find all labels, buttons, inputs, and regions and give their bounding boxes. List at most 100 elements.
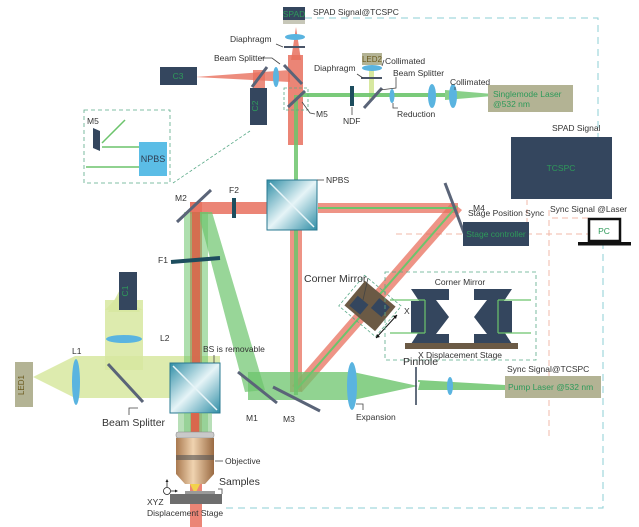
sync-signal-laser-label: Sync Signal @Laser (550, 204, 627, 214)
led2-beam (369, 70, 374, 100)
diaphragm-top-label: Diaphragm (230, 34, 272, 44)
m5-leader (301, 101, 316, 115)
expansion-lens (347, 362, 357, 410)
singlemode-laser: Singlemode Laser @532 nm (488, 85, 573, 112)
spad-signal-line (305, 17, 599, 140)
beam-splitter-bottom-leader (128, 407, 138, 415)
x-displacement-stage-inset-label: X Displacement Stage (418, 350, 502, 360)
expansion-label: Expansion (356, 412, 396, 422)
stage-controller-box: Stage controller (463, 222, 529, 246)
xyz-label: XYZ (147, 497, 164, 507)
m5-label: M5 (316, 109, 328, 119)
beam-splitter-right-label: Beam Splitter (393, 68, 444, 78)
green-m5-down (294, 95, 298, 395)
samples-leader (218, 488, 223, 494)
svg-text:LED1: LED1 (17, 374, 26, 395)
svg-text:TCSPC: TCSPC (547, 163, 576, 173)
inset-m5-npbs: M5 NPBS (83, 109, 251, 184)
pinhole-to-expansion (353, 372, 418, 400)
diaphragm-top-leader (275, 43, 284, 48)
pump-lens (447, 377, 453, 395)
ndf-filter (350, 86, 354, 106)
sync-signal-tcspc-label: Sync Signal@TCSPC (507, 364, 589, 374)
mirror-m2 (175, 188, 213, 224)
beam-splitter-c3 (250, 66, 269, 88)
bs-removable-label: BS is removable (203, 344, 265, 354)
collimated-1-leader (381, 59, 385, 67)
objective-lens (175, 413, 215, 494)
spad-signal-label: SPAD Signal (552, 123, 601, 133)
collimated-2-label: Collimated (450, 77, 490, 87)
diaphragm-right-label: Diaphragm (314, 63, 356, 73)
corner-mirror-label: Corner Mirror (304, 273, 367, 285)
npbs-inset-box (139, 142, 167, 176)
collimated-lens-1 (428, 84, 436, 108)
reduction-leader (392, 103, 398, 109)
m3-label: M3 (283, 414, 295, 424)
spad-detector: SPAD (283, 7, 305, 24)
diaphragm-right-leader (356, 73, 364, 79)
corner-mirror-leader (362, 277, 369, 301)
sample (185, 491, 215, 494)
pc-laptop-icon: PC (578, 217, 631, 246)
led1-source: LED1 (15, 362, 33, 407)
beam-splitter-top-label: Beam Splitter (214, 53, 265, 63)
objective-label: Objective (225, 456, 261, 466)
filter-f1 (170, 256, 221, 264)
npbs-cube (266, 179, 318, 231)
samples-label: Samples (219, 476, 260, 488)
tcspc-box: TCSPC (511, 137, 612, 199)
m5-inset-label: M5 (87, 116, 99, 126)
svg-text:C2: C2 (250, 100, 260, 111)
f2-label: F2 (229, 185, 239, 195)
l2-label: L2 (160, 333, 170, 343)
lens-l1 (72, 359, 80, 405)
collimated-lens-2 (449, 84, 457, 108)
x-arrow-head-1 (393, 315, 397, 319)
f1-label: F1 (158, 255, 168, 265)
corner-mirror-inset: Corner Mirror X Displacement Stage (384, 271, 537, 361)
m5-highlight-box (283, 87, 309, 111)
reduction-lens (389, 89, 395, 103)
pc-samples-line (225, 230, 604, 509)
mirror-m4 (443, 182, 468, 239)
m2-label: M2 (175, 193, 187, 203)
red-core-down (192, 212, 200, 457)
led1-cone (33, 356, 75, 398)
m4-label: M4 (473, 203, 485, 213)
beam-splitter-top (282, 63, 304, 86)
l1-label: L1 (72, 346, 82, 356)
c3-red-beam (195, 70, 290, 82)
led2-label: LED2 (362, 55, 383, 64)
x-displacement-arrow (375, 314, 398, 339)
pump-beam-to-pinhole (418, 380, 505, 390)
singlemode-green-beam (300, 93, 445, 97)
spad-red-cone (291, 27, 301, 60)
svg-text:Pump Laser @532 nm: Pump Laser @532 nm (508, 382, 593, 392)
mirror-m3 (272, 385, 321, 413)
collimated-1-label: Collimated (385, 56, 425, 66)
lens-l2 (106, 335, 142, 343)
mirror-m1 (237, 370, 278, 405)
red-m2-to-npbs (190, 202, 270, 214)
beam-splitter-right (362, 86, 384, 110)
camera-c2: C2 (250, 88, 267, 125)
m5-inset-mirror (93, 128, 100, 151)
ndf-label: NDF (343, 116, 360, 126)
beam-splitter-bottom-label: Beam Splitter (102, 417, 166, 429)
c3-lens (273, 67, 279, 87)
corner-mirror-inset-label: Corner Mirror (435, 277, 486, 287)
diaphragm-top-lens (285, 34, 305, 40)
stage-position-sync-label: Stage Position Sync (468, 208, 545, 218)
spad-signal-tcspc-label: SPAD Signal@TCSPC (313, 7, 399, 17)
displacement-stage-label: Displacement Stage (147, 508, 223, 518)
svg-text:Stage controller: Stage controller (466, 229, 526, 239)
pinhole-label: Pinhole (403, 356, 438, 368)
camera-c1: C1 (119, 272, 137, 310)
filter-f2 (232, 198, 236, 218)
svg-text:Singlemode Laser: Singlemode Laser (493, 89, 562, 99)
bs-removable-cube (169, 362, 221, 414)
beam-splitter-right-leader (379, 77, 397, 91)
singlemode-green-beam-cone (445, 90, 505, 100)
